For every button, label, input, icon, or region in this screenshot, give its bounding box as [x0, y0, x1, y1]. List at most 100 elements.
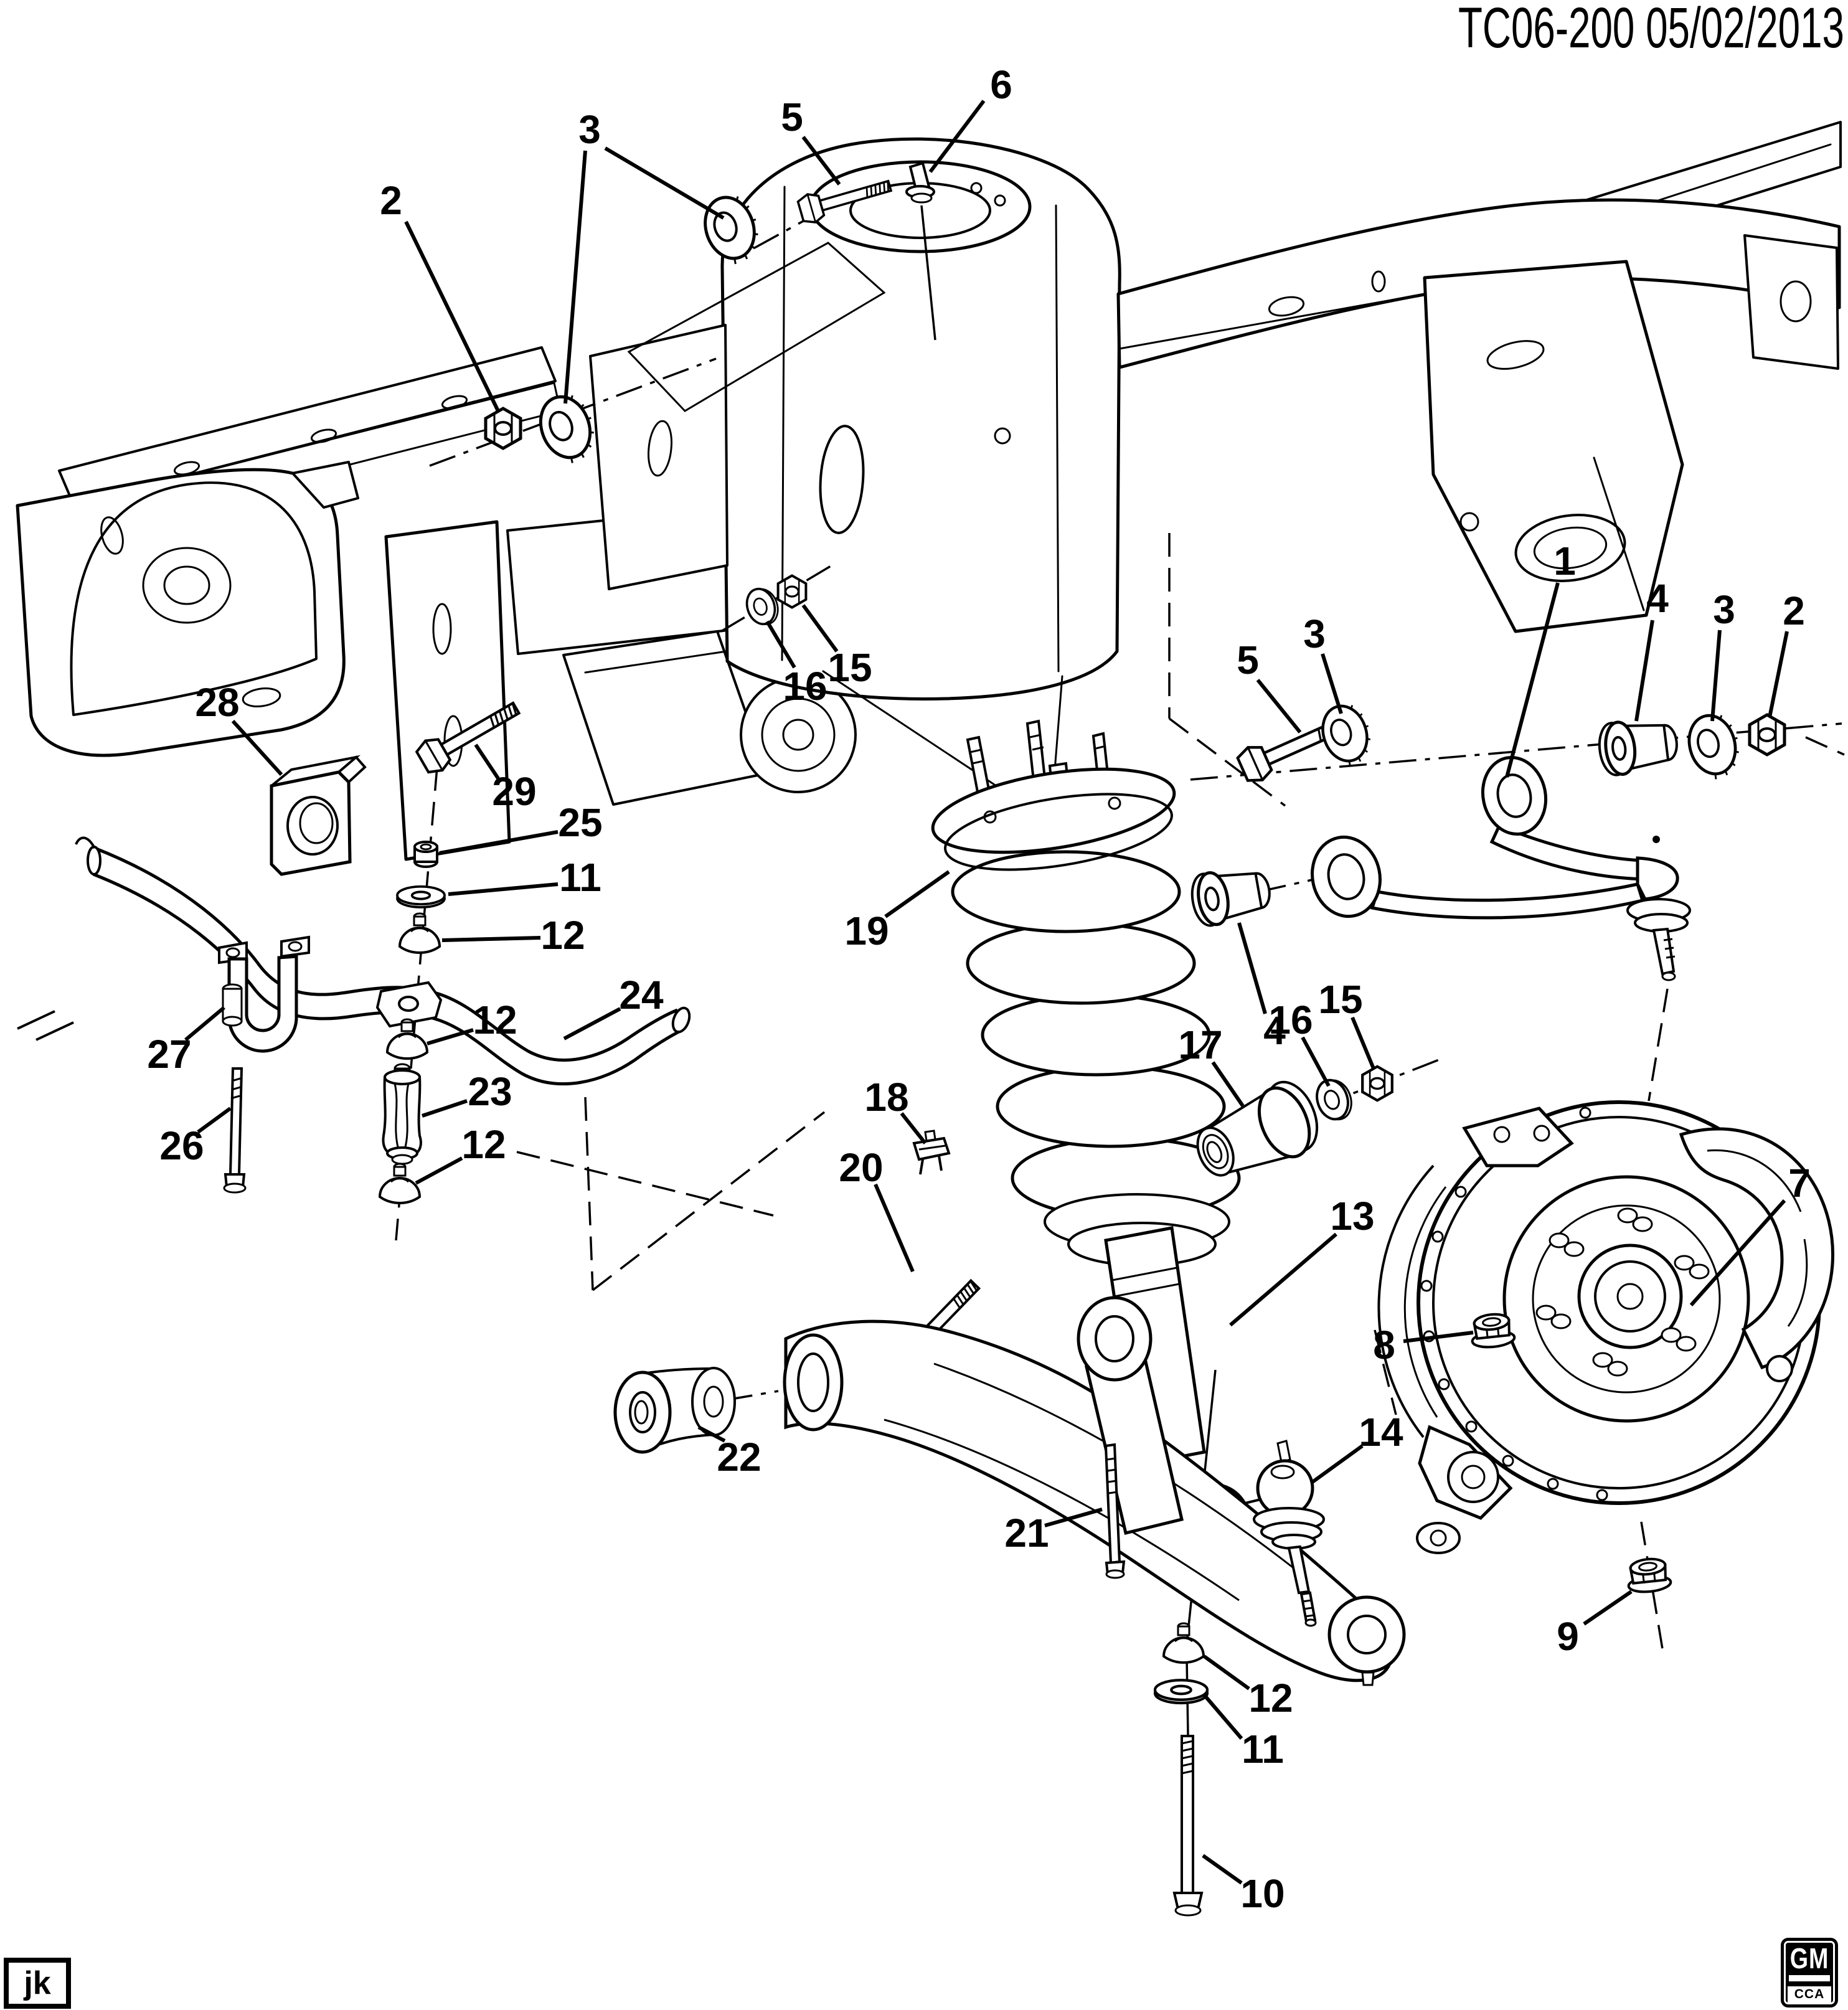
- callout-15: 15: [801, 604, 872, 690]
- callout-2: 2: [1768, 588, 1805, 718]
- callout-8: 8: [1373, 1323, 1474, 1367]
- callout-6: 6: [928, 62, 1012, 173]
- callout-16: 16: [765, 620, 827, 709]
- callout-leader-line: [697, 1425, 726, 1443]
- callout-number: 25: [558, 800, 602, 845]
- grommet: [379, 1163, 421, 1204]
- callout-number: 15: [1318, 977, 1362, 1022]
- callout-number: 5: [781, 95, 803, 139]
- callout-2: 2: [380, 178, 500, 412]
- link-nut: [413, 841, 438, 868]
- callout-28: 28: [195, 680, 283, 776]
- callout-leader-line: [404, 220, 500, 412]
- callout-5: 5: [1237, 638, 1302, 734]
- lower-control-arm-group: [613, 1272, 1406, 1686]
- callout-number: 1: [1553, 539, 1576, 583]
- callout-leader-line: [197, 1106, 232, 1134]
- callout-leader-line: [1710, 630, 1722, 722]
- callout-17: 17: [1178, 1022, 1245, 1107]
- callout-number: 4: [1646, 576, 1669, 621]
- washer: [1311, 1073, 1358, 1126]
- callout-leader-line: [1229, 1232, 1337, 1327]
- callout-23: 23: [422, 1069, 512, 1118]
- callout-number: 3: [1713, 587, 1735, 632]
- link-spacer: [382, 1063, 422, 1165]
- callout-leader-line: [1301, 1036, 1331, 1087]
- gm-logo-sub-text: CCA: [1794, 1987, 1825, 2001]
- callout-number: 3: [578, 107, 601, 152]
- callout-leader-line: [1321, 653, 1343, 714]
- callout-22: 22: [697, 1425, 761, 1479]
- callout-11: 11: [448, 855, 601, 900]
- callout-5: 5: [781, 95, 841, 186]
- callout-number: 4: [1263, 1008, 1286, 1053]
- gm-logo-underline: [1789, 1975, 1830, 1981]
- callout-3: 3: [563, 107, 725, 404]
- grommet: [1162, 1622, 1205, 1664]
- callout-12: 12: [415, 1122, 506, 1185]
- author-initials: jk: [24, 1965, 51, 2001]
- cam-washer: [1683, 709, 1747, 783]
- gm-logo-border: [1784, 1941, 1835, 2004]
- callout-number: 22: [717, 1435, 761, 1479]
- callout-13: 13: [1229, 1194, 1375, 1327]
- callout-25: 25: [439, 800, 603, 855]
- callout-number: 28: [195, 680, 239, 725]
- grommet: [398, 912, 441, 954]
- frame-assembly: [16, 121, 1842, 861]
- callout-16: 16: [1268, 998, 1331, 1087]
- upper-control-arm-group: [1189, 699, 1784, 981]
- lower-control-arm: [783, 1296, 1406, 1686]
- callout-4: 4: [1237, 922, 1286, 1053]
- brake-caliper: [1679, 1127, 1834, 1382]
- wheel-studs: [1535, 1207, 1710, 1377]
- callout-leader-line: [1634, 620, 1654, 722]
- callout-leader-line: [441, 936, 541, 942]
- clamp-bolt: [223, 1067, 247, 1194]
- gm-logo-text: GM: [1789, 1942, 1829, 1975]
- callout-12: 12: [1203, 1654, 1293, 1720]
- author-initials-box: jk: [4, 1958, 71, 2009]
- callout-14: 14: [1311, 1410, 1403, 1484]
- bushing: [1596, 715, 1679, 776]
- callout-number: 2: [1783, 588, 1805, 633]
- steering-knuckle: [1416, 1106, 1574, 1554]
- clip-18: [912, 1130, 951, 1175]
- callout-leader-line: [422, 1099, 468, 1118]
- callout-number: 2: [380, 178, 402, 223]
- callout-leader-line: [448, 882, 559, 896]
- callout-number: 14: [1359, 1410, 1403, 1455]
- washer: [1155, 1680, 1207, 1703]
- callout-number: 29: [492, 769, 536, 814]
- gm-logo-sub-box: CCA: [1788, 1986, 1831, 2003]
- nut: [486, 408, 521, 448]
- callout-leader-line: [801, 604, 839, 653]
- callout-number: 9: [1557, 1614, 1579, 1659]
- callout-number: 26: [159, 1123, 204, 1168]
- bushing: [1189, 863, 1274, 928]
- callout-24: 24: [563, 973, 664, 1040]
- callout-leader-line: [900, 1112, 927, 1144]
- sleeve-bushing: [1196, 1080, 1319, 1177]
- callout-number: 6: [990, 62, 1012, 107]
- callout-leader-line: [874, 1183, 915, 1273]
- callout-leader-line: [765, 620, 796, 669]
- stud-nut: [905, 161, 935, 204]
- callout-leader-line: [1311, 1444, 1364, 1484]
- callout-3: 3: [1303, 611, 1343, 714]
- callout-leader-line: [928, 100, 986, 173]
- callout-number: 8: [1373, 1323, 1395, 1367]
- long-bolt: [1172, 1735, 1204, 1917]
- callout-number: 27: [147, 1032, 191, 1077]
- callout-leader-line: [1237, 922, 1267, 1014]
- callout-7: 7: [1689, 1161, 1811, 1306]
- nut: [778, 575, 806, 607]
- bar-clamp: [218, 935, 310, 1053]
- strut-assembly: [912, 719, 1308, 1559]
- washer: [396, 885, 446, 908]
- callout-leader-line: [1211, 1061, 1245, 1107]
- callout-11: 11: [1202, 1694, 1284, 1772]
- callout-leader-line: [1505, 582, 1560, 778]
- callout-leader-line: [1403, 1331, 1474, 1343]
